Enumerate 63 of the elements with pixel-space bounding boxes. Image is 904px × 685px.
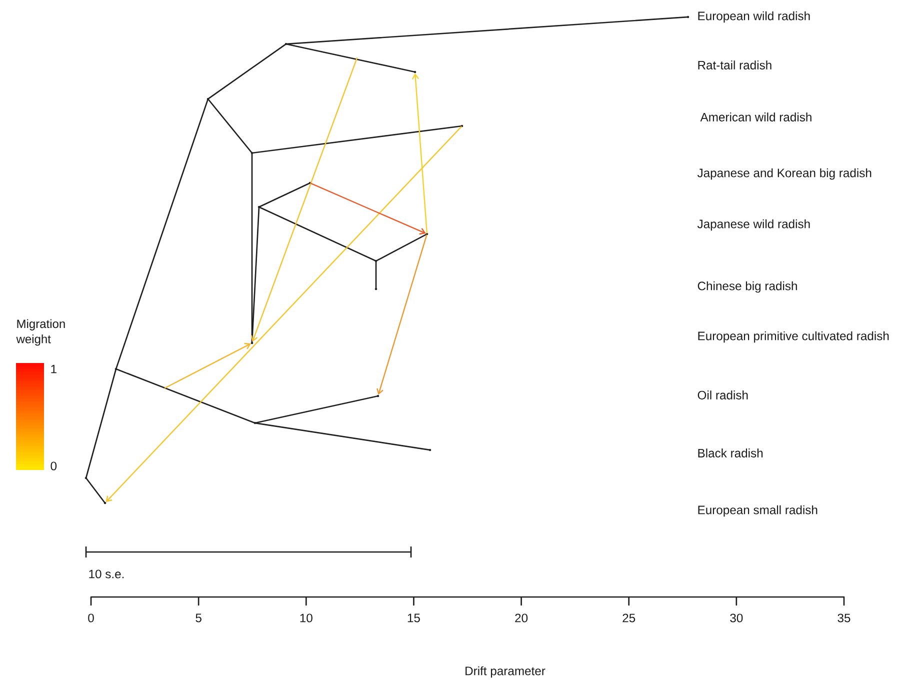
branch-point [426, 232, 428, 236]
scale-value: 1 [51, 364, 56, 374]
arrow [376, 234, 428, 395]
branch-line [86, 478, 105, 503]
arrow [106, 126, 462, 502]
arrow [164, 342, 251, 389]
population-label: Japanese wild radish [697, 219, 810, 231]
branch-point [308, 182, 312, 184]
arrow [250, 57, 358, 342]
population-label: European small radish [698, 505, 818, 517]
branch-line [251, 207, 260, 343]
branch-line [252, 125, 462, 154]
population-label: European wild radish [698, 11, 810, 23]
tick-label: 5 [196, 614, 202, 622]
branch-point [250, 152, 254, 154]
population-label: American wild radish [700, 112, 812, 122]
population-label: Rat-tail radish [698, 60, 772, 70]
branch-point [84, 476, 88, 480]
branch-point [114, 368, 118, 370]
branch-line [259, 206, 376, 262]
branch-line [376, 234, 427, 262]
tick-label: 10 [300, 614, 312, 622]
arrow [412, 73, 428, 234]
branch-line [116, 99, 208, 369]
branch-point [686, 16, 690, 18]
population-label: European primitive cultivated radish [698, 331, 889, 343]
branch-point [374, 260, 378, 262]
branch-line [259, 182, 310, 208]
branch-line [116, 368, 255, 424]
population-label: Black radish [698, 448, 763, 458]
tick-label: 35 [838, 614, 850, 622]
scale-bar-label: 10 s.e. [89, 570, 124, 578]
population-label: Japanese and Korean big radish [697, 168, 872, 180]
branch-point [254, 422, 256, 424]
branch-point [206, 98, 210, 100]
branch-point [374, 288, 378, 290]
branch-point [376, 394, 380, 398]
branch-line [286, 16, 688, 45]
branch-point [250, 342, 254, 344]
population-label: Chinese big radish [698, 281, 797, 293]
tick-label: 0 [88, 614, 94, 622]
branch-point [428, 448, 432, 452]
branch-point [414, 70, 416, 74]
branch-line [286, 44, 415, 72]
branch-point [284, 42, 288, 46]
branch-line [208, 99, 252, 153]
branch-line [255, 396, 378, 424]
tick-label: 30 [730, 614, 743, 622]
population-label: Oil radish [698, 390, 748, 400]
axis-title: Drift parameter [466, 666, 546, 678]
scale-value: 0 [50, 462, 57, 470]
branch-line [86, 369, 116, 478]
branch-point [258, 206, 260, 208]
tick-label: 15 [408, 614, 420, 622]
branch-point [460, 124, 464, 128]
branch-line [208, 44, 286, 100]
branch-line [375, 261, 377, 289]
arrow [310, 182, 426, 235]
tick-label: 25 [622, 614, 636, 622]
tick-label: 20 [515, 614, 528, 622]
branch-line [255, 422, 430, 450]
branch-point [104, 502, 106, 504]
scale-title: Migration weight [16, 319, 65, 346]
